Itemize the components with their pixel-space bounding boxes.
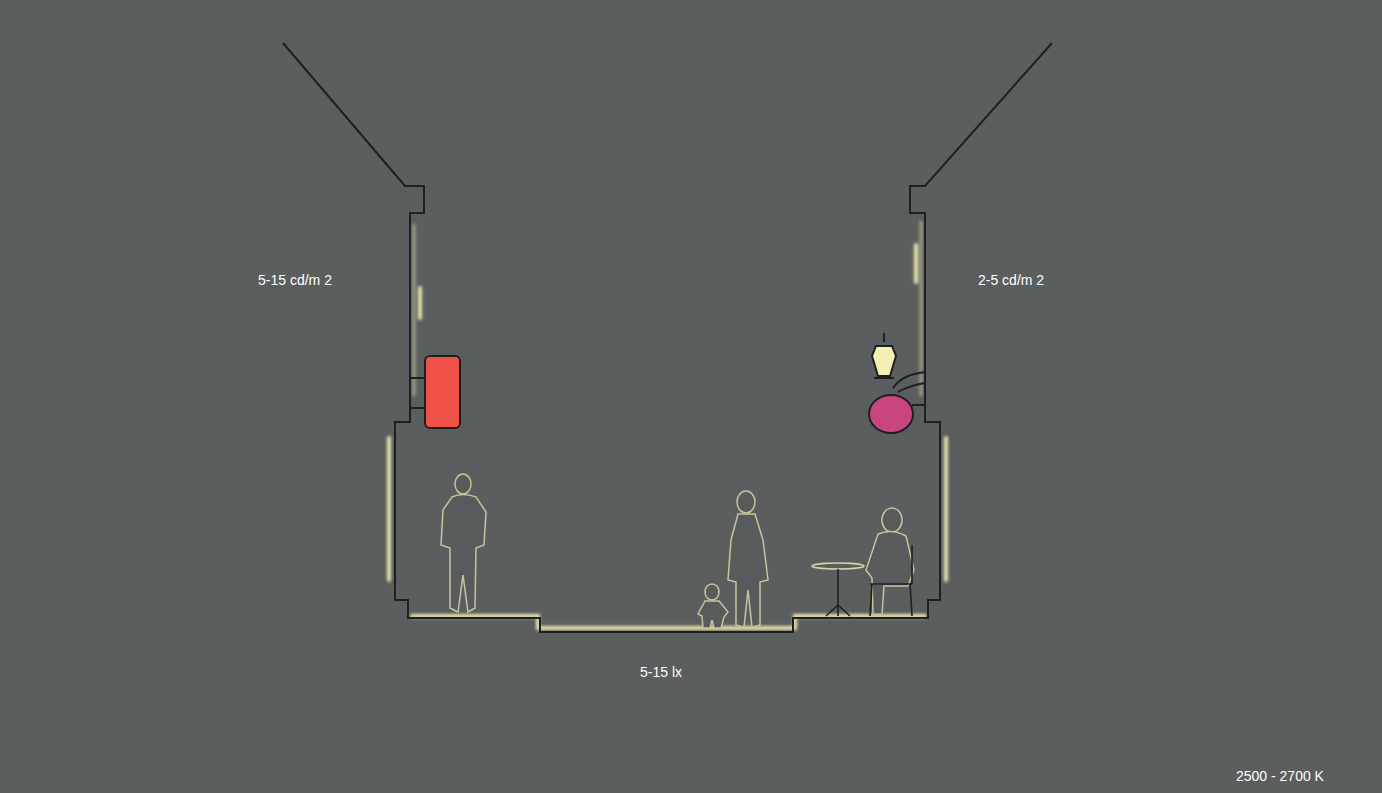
annotation-label: 2-5 cd/m 2	[978, 272, 1044, 289]
shop-sign	[410, 356, 460, 428]
building-outline	[283, 43, 1052, 632]
people	[441, 474, 914, 628]
annotation-label: 2500 - 2700 K	[1236, 768, 1324, 785]
round-sign	[869, 395, 925, 433]
cafe-furniture	[812, 545, 912, 616]
wall-lantern	[872, 333, 925, 392]
annotation-label: 5-15 cd/m 2	[258, 272, 332, 289]
annotation-label: 5-15 lx	[640, 664, 682, 681]
light-glow	[389, 222, 946, 628]
